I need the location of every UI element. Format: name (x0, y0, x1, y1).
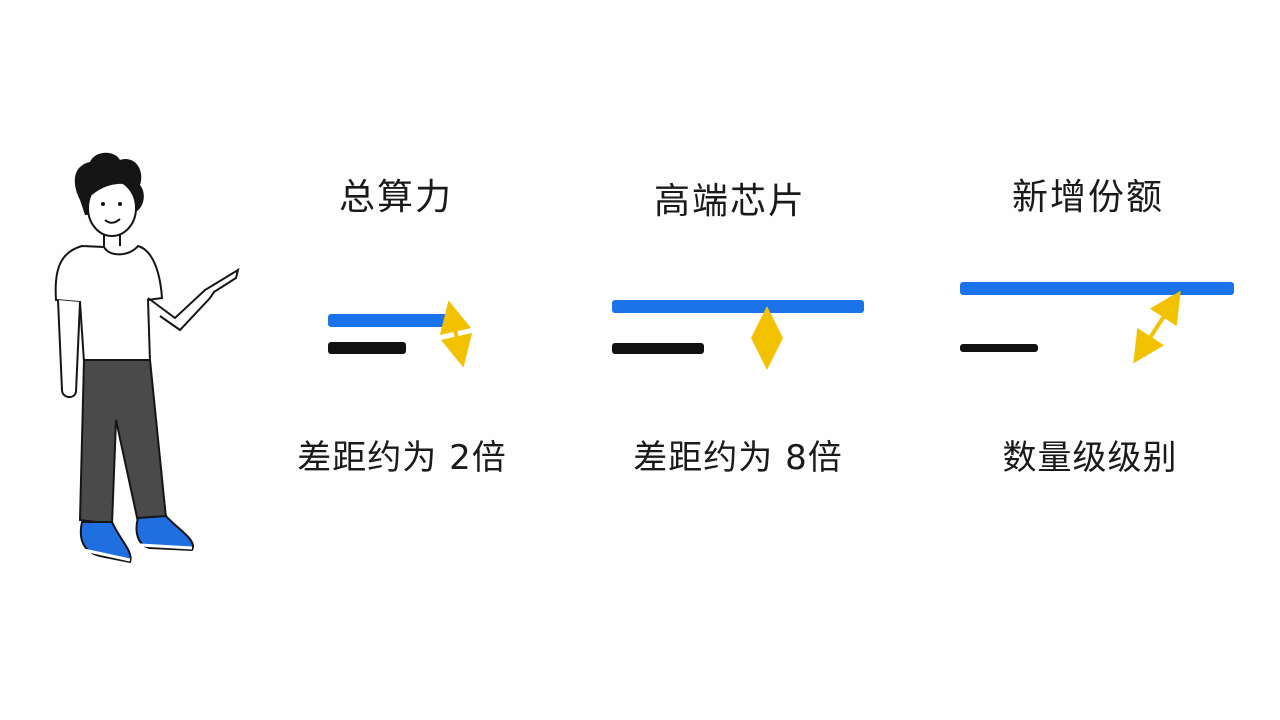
panel-2-caption: 差距约为 8倍 (633, 438, 843, 478)
panel-3-caption: 数量级级别 (1002, 438, 1178, 478)
panel-3-double-arrow-icon (1133, 290, 1181, 364)
panel-1-double-arrow-icon (439, 300, 473, 368)
panel-1-black-bar (328, 342, 406, 354)
panel-2-blue-bar (612, 300, 864, 313)
pointing-person-icon (54, 152, 240, 564)
panel-3-black-bar (960, 344, 1038, 352)
panel-2-title: 高端芯片 (653, 181, 807, 222)
panel-1-title: 总算力 (338, 177, 454, 218)
panel-2-black-bar (612, 343, 704, 354)
panel-1-caption: 差距约为 2倍 (297, 438, 507, 478)
panel-3-title: 新增份额 (1011, 177, 1165, 218)
panel-1-blue-bar (328, 314, 448, 327)
panel-3-blue-bar (960, 282, 1234, 295)
